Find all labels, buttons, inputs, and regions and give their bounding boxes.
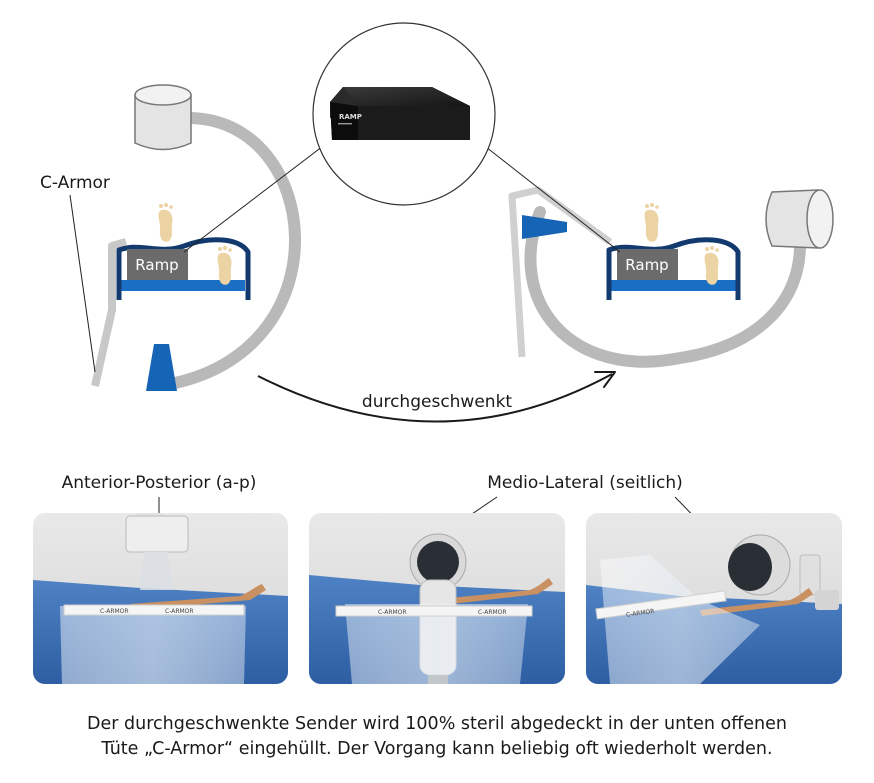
left-bed — [116, 237, 251, 300]
photo3-bag-text: C-ARMOR — [626, 608, 655, 619]
ramp-device-image: RAMP — [330, 87, 470, 140]
ramp-device-callout: RAMP — [183, 22, 621, 253]
right-bed — [606, 237, 741, 300]
photo1-bag-text-2: C-ARMOR — [165, 608, 194, 615]
photo-anterior-posterior: C-ARMOR C-ARMOR — [33, 513, 288, 684]
arrow-label: durchgeschwenkt — [362, 392, 513, 412]
right-ramp-label: Ramp — [625, 256, 668, 274]
caption-line-2: Tüte „C-Armor“ eingehüllt. Der Vorgang k… — [101, 739, 773, 759]
photo-medio-lateral-front: C-ARMOR C-ARMOR — [309, 513, 565, 684]
caption: Der durchgeschwenkte Sender wird 100% st… — [0, 712, 874, 762]
left-emitter — [146, 344, 177, 391]
left-ramp-label: Ramp — [135, 256, 178, 274]
right-foot-side-icon — [704, 245, 719, 285]
right-foot-top-icon — [644, 202, 659, 242]
device-brand-label: RAMP — [339, 113, 362, 121]
left-ramp-box: Ramp — [127, 249, 188, 280]
medio-lateral-label: Medio-Lateral (seitlich) — [487, 473, 683, 493]
right-receiver-cylinder — [765, 189, 834, 249]
c-armor-label: C-Armor — [40, 173, 110, 193]
swing-arrow — [257, 371, 616, 423]
photo2-bag-text-2: C-ARMOR — [478, 609, 507, 616]
left-c-arm: Ramp — [91, 84, 301, 391]
left-stand — [91, 238, 128, 387]
right-c-arc — [524, 206, 806, 368]
photo1-bag-text: C-ARMOR — [100, 608, 129, 615]
callout-leader-left — [183, 142, 328, 253]
left-receiver-cylinder — [134, 84, 192, 151]
left-foot-side-icon — [217, 245, 232, 285]
photo2-bag-text: C-ARMOR — [378, 609, 407, 616]
c-armor-leader — [69, 194, 96, 373]
callout-leader-right — [485, 146, 621, 253]
arrow-head-icon — [594, 371, 616, 388]
left-foot-top-icon — [158, 202, 173, 242]
right-emitter — [522, 215, 567, 239]
photo-medio-lateral-side: C-ARMOR — [586, 513, 842, 684]
right-c-arm: Ramp — [508, 186, 834, 368]
right-ramp-box: Ramp — [617, 249, 678, 280]
left-c-arc — [169, 112, 301, 389]
caption-line-1: Der durchgeschwenkte Sender wird 100% st… — [87, 714, 787, 734]
anterior-posterior-label: Anterior-Posterior (a-p) — [62, 473, 257, 493]
